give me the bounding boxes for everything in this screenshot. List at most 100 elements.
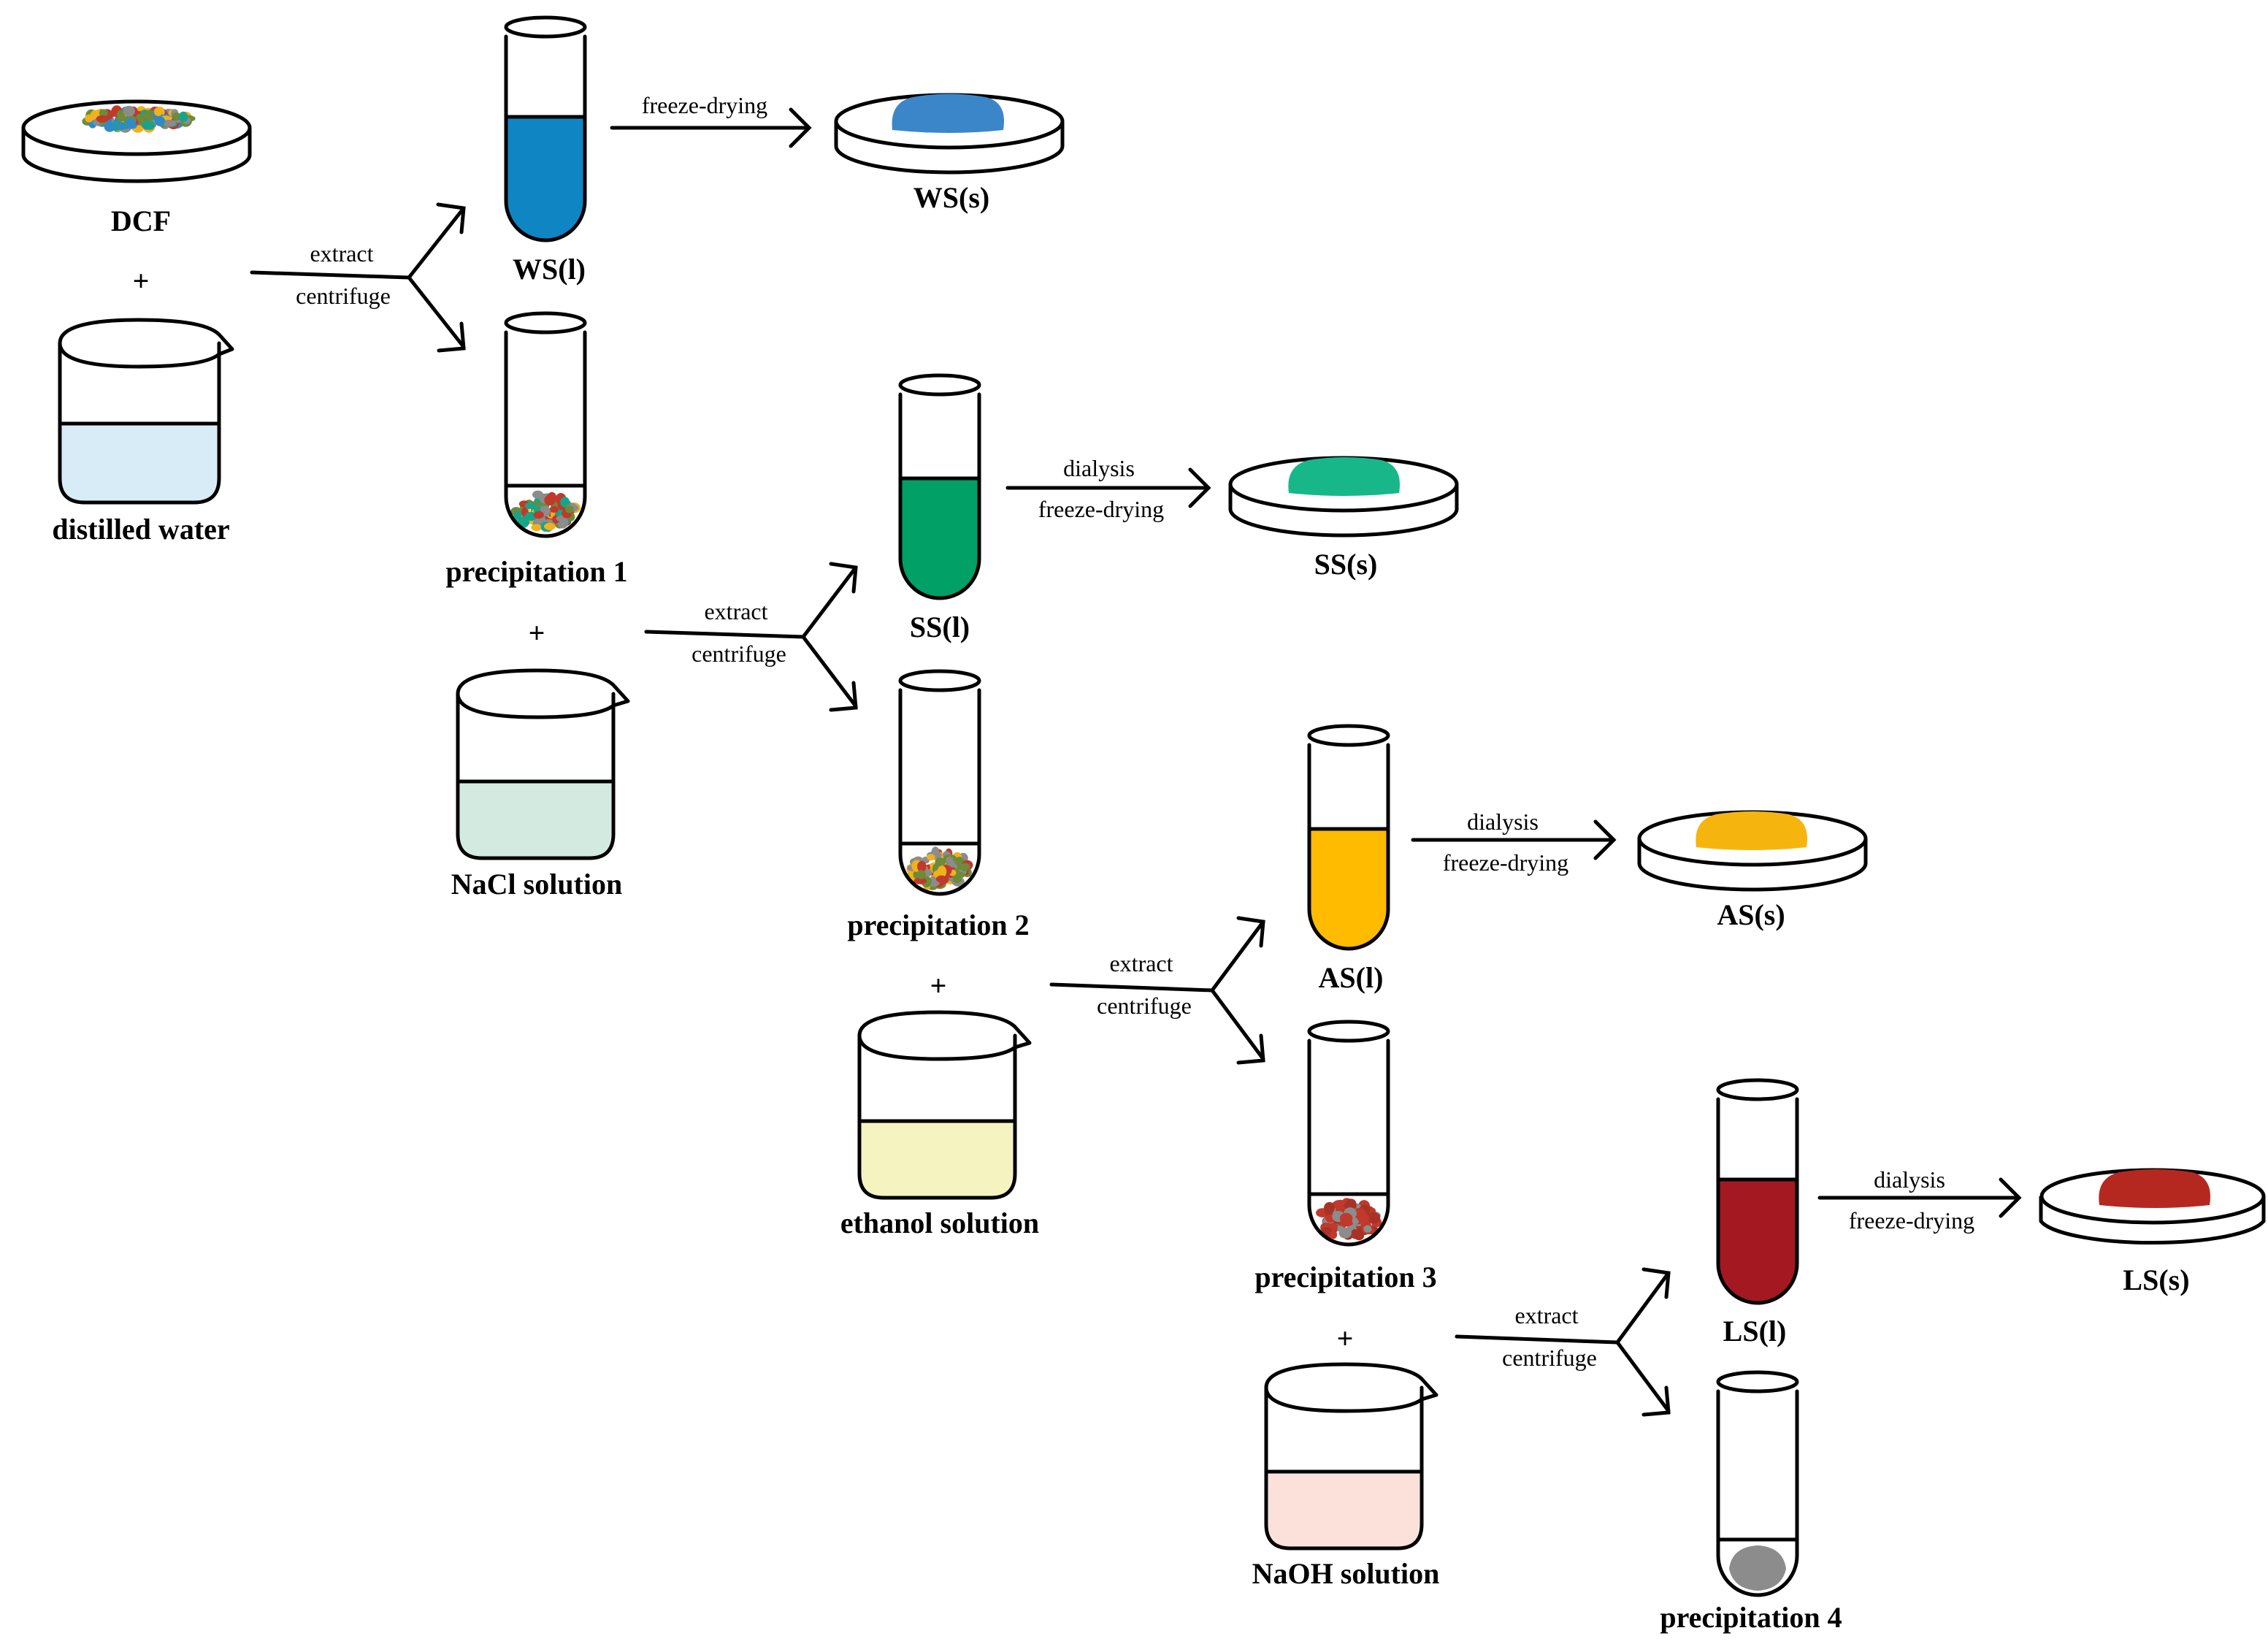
precipitation-4-label: precipitation 4: [1660, 1601, 1842, 1634]
distilled-water-label: distilled water: [52, 513, 229, 546]
stage4-centrifuge-label: centrifuge: [1502, 1345, 1597, 1371]
ws-freeze-drying-arrow: [610, 107, 812, 148]
particle: [560, 497, 570, 508]
as-solid-label: AS(s): [1717, 898, 1785, 931]
ls-solid-label: LS(s): [2123, 1263, 2189, 1296]
ss-dialysis-arrow: [1005, 467, 1211, 508]
particle: [143, 110, 156, 121]
particle: [913, 877, 927, 884]
particle: [524, 502, 536, 510]
ls-liquid-tube: [1716, 1078, 1799, 1305]
as-dialysis-label: dialysis: [1467, 808, 1539, 835]
particle: [1330, 1230, 1338, 1239]
ss-liquid-label: SS(l): [910, 611, 970, 643]
stage3-fork-arrow: [1049, 916, 1265, 1065]
particle: [549, 506, 559, 513]
dcf-mixed-particles: [82, 105, 196, 133]
particle: [126, 123, 137, 129]
ethanol-solution-label: ethanol solution: [840, 1207, 1039, 1239]
ls-liquid-label: LS(l): [1723, 1315, 1787, 1347]
plus-sign-4: +: [1337, 1322, 1354, 1355]
particle: [1357, 1213, 1370, 1223]
particle: [172, 112, 180, 121]
particle: [521, 516, 529, 527]
nacl-solution-beaker: [456, 668, 630, 860]
precipitation-1-tube: [504, 311, 587, 538]
particle: [154, 116, 166, 126]
ws-solid-dish: [834, 93, 1065, 175]
particle: [96, 115, 109, 123]
particle: [85, 114, 93, 123]
ss-liquid-tube: [898, 373, 981, 600]
particle: [564, 505, 574, 513]
plus-sign-2: +: [529, 616, 545, 649]
precipitation-3-label: precipitation 3: [1254, 1261, 1436, 1293]
particle: [116, 110, 126, 122]
particle: [1339, 1212, 1353, 1224]
particle: [1351, 1228, 1360, 1239]
ws-liquid-tube: [504, 15, 587, 242]
plus-sign-1: +: [133, 264, 150, 297]
as-dialysis-arrow: [1411, 819, 1617, 860]
as-freeze-drying-label: freeze-drying: [1443, 849, 1568, 876]
as-solid-dish: [1637, 810, 1868, 892]
particle: [162, 119, 176, 127]
ws-solid-label: WS(s): [913, 181, 989, 214]
particle: [544, 522, 556, 530]
particle: [99, 109, 108, 118]
particle: [937, 865, 947, 878]
particle: [959, 863, 970, 871]
stage3-centrifuge-label: centrifuge: [1097, 993, 1192, 1019]
particle: [935, 857, 946, 866]
stage1-fork-arrow: [250, 202, 466, 353]
stage4-extract-label: extract: [1514, 1302, 1578, 1328]
particle: [153, 107, 163, 116]
ss-solid-label: SS(s): [1314, 548, 1378, 581]
ws-freeze-drying-label: freeze-drying: [642, 92, 767, 118]
stage3-extract-label: extract: [1109, 950, 1173, 976]
ss-solid-dish: [1228, 456, 1459, 538]
plus-sign-3: +: [930, 969, 947, 1002]
particle: [104, 121, 115, 132]
ls-freeze-drying-label: freeze-drying: [1849, 1207, 1974, 1234]
distilled-water-beaker: [58, 318, 234, 505]
particle: [1338, 1227, 1352, 1239]
ss-freeze-drying-label: freeze-drying: [1038, 496, 1164, 522]
ethanol-solution-beaker: [857, 1010, 1032, 1200]
particle: [533, 511, 544, 519]
stage4-fork-arrow: [1455, 1267, 1671, 1417]
stage1-extract-label: extract: [310, 240, 373, 267]
ls-dialysis-arrow: [1817, 1177, 2022, 1218]
particle: [117, 122, 126, 130]
naoh-solution-label: NaOH solution: [1252, 1557, 1440, 1590]
precipitation-4-tube: [1716, 1370, 1799, 1597]
as-liquid-label: AS(l): [1319, 961, 1384, 994]
ls-dialysis-label: dialysis: [1874, 1166, 1945, 1193]
dcf-label: DCF: [111, 204, 171, 237]
particle: [916, 870, 927, 879]
ws-liquid-label: WS(l): [513, 253, 586, 286]
particle: [1324, 1201, 1335, 1215]
particle: [917, 860, 927, 873]
ss-dialysis-label: dialysis: [1063, 455, 1135, 481]
as-liquid-tube: [1307, 724, 1390, 951]
ls-solid-dish: [2039, 1168, 2266, 1245]
precipitation-2-tube: [898, 669, 981, 896]
naoh-solution-beaker: [1264, 1362, 1438, 1551]
particle: [935, 875, 947, 883]
precipitation-1-label: precipitation 1: [445, 555, 627, 588]
particle: [1367, 1217, 1378, 1224]
particle: [145, 121, 156, 130]
particle: [1363, 1225, 1372, 1233]
dcf-petri-dish: [21, 99, 252, 183]
precipitation-3-tube: [1307, 1020, 1390, 1247]
stage2-extract-label: extract: [704, 598, 767, 624]
particle: [513, 511, 522, 520]
particle: [946, 857, 954, 864]
stage2-fork-arrow: [644, 562, 858, 712]
stage1-centrifuge-label: centrifuge: [296, 283, 391, 309]
particle: [544, 494, 556, 506]
particle: [927, 854, 935, 861]
particle: [123, 105, 135, 117]
